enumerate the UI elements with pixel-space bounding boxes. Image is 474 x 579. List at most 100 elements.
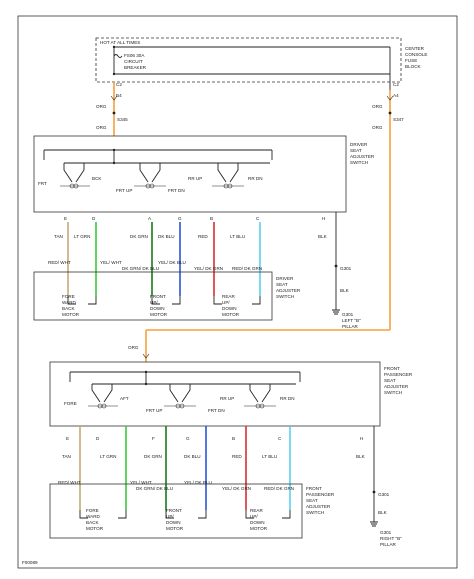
driver-pin-a: A	[148, 216, 152, 221]
passenger-wire-red: RED	[232, 454, 242, 459]
driver-motor-front-1: FRONT	[150, 294, 166, 299]
driver-motor-front-3: DOWN	[150, 306, 165, 311]
driver-wire-red-dk-grn: RED/ DK GRN	[232, 266, 262, 271]
splice-left-wire-label: ORG	[96, 104, 107, 109]
passenger-motor-fore-2: WARD	[86, 514, 101, 519]
passenger-wire-red-wht: RED/ WHT	[58, 480, 81, 485]
driver-motor-rear-1: REAR	[222, 294, 235, 299]
passenger-motor-front-2: UP/	[166, 514, 174, 519]
driver-motors: DRIVER SEAT ADJUSTER SWITCH FORE WARD BA…	[33, 271, 301, 321]
passenger-motor-front-3: DOWN	[166, 520, 181, 525]
passenger-pin-b: B	[232, 436, 235, 441]
driver-motor-fore-3: BACK	[62, 306, 75, 311]
driver-contact-rr-up: RR UP	[188, 176, 202, 181]
passenger-motor-fore-3: BACK	[86, 520, 99, 525]
driver-wire-blk: BLK	[318, 234, 328, 239]
driver-motor-rear-3: DOWN	[222, 306, 237, 311]
passenger-motor-front-1: FRONT	[166, 508, 182, 513]
passenger-motor-front-4: MOTOR	[166, 526, 184, 531]
driver-wire-yel-wht: YEL/ WHT	[100, 260, 122, 265]
splice-right-wire-label: ORG	[372, 104, 383, 109]
passenger-wire-yel-dk-grn: YEL/ DK GRN	[222, 486, 251, 491]
driver-switch-label-1: DRIVER	[350, 142, 368, 147]
passenger-motor-fore-1: FORE	[86, 508, 99, 513]
passenger-motor-rear-3: DOWN	[250, 520, 265, 525]
breaker-label-1: FS06 30A	[124, 53, 145, 58]
passenger-wire-blk: BLK	[356, 454, 366, 459]
passenger-wires: E D F G B C H TAN LT GRN DK GRN DK BLU R…	[58, 426, 402, 547]
fuse-side-label-2: CONSOLE	[405, 52, 427, 57]
passenger-feed-wire-label: ORG	[128, 345, 139, 350]
passenger-pin-e: E	[66, 436, 69, 441]
driver-pin-c: C	[256, 216, 260, 221]
driver-wire-lt-blu: LT BLU	[230, 234, 245, 239]
driver-motor-rear-2: UP/	[222, 300, 230, 305]
passenger-switch-label-3: SEAT	[384, 378, 396, 383]
driver-motor-label-4: SWITCH	[276, 294, 294, 299]
passenger-wire-dk-blu: DK BLU	[184, 454, 201, 459]
passenger-switch-box	[49, 361, 381, 427]
passenger-motor-label-1: FRONT	[306, 486, 322, 491]
fuse-block-top-label: HOT AT ALL TIMES	[100, 40, 140, 45]
driver-wire-red: RED	[198, 234, 208, 239]
driver-pin-h: H	[322, 216, 325, 221]
driver-switch-poles	[60, 163, 244, 189]
driver-contact-rr-dn: RR DN	[248, 176, 263, 181]
driver-wire-dk-blu: DK BLU	[158, 234, 175, 239]
driver-wire-yel-dk-grn: YEL/ DK GRN	[194, 266, 223, 271]
passenger-ground-location-1: RIGHT "B"	[380, 536, 402, 541]
passenger-switch-label-5: SWITCH	[384, 390, 402, 395]
passenger-pin-f: F	[152, 436, 155, 441]
driver-motor-fore-4: MOTOR	[62, 312, 80, 317]
passenger-wire-yel-dk-blu: YEL/ DK BLU	[184, 480, 212, 485]
passenger-wire-tan: TAN	[62, 454, 71, 459]
splice-right-wire-label-2: ORG	[372, 125, 383, 130]
driver-pin-e: E	[64, 216, 67, 221]
driver-wire-dk-grn-dk-blu: DK GRN/ DK BLU	[122, 266, 159, 271]
passenger-ground-id: G301	[380, 530, 392, 535]
passenger-contact-frt-up: FRT UP	[146, 408, 162, 413]
passenger-motor-rear-1: REAR	[250, 508, 263, 513]
driver-motor-front-4: MOTOR	[150, 312, 168, 317]
fuse-side-label-1: CENTER	[405, 46, 425, 51]
passenger-wire-dk-grn: DK GRN	[144, 454, 162, 459]
driver-wire-tan: TAN	[54, 234, 63, 239]
fuse-side-label-4: BLOCK	[405, 64, 422, 69]
driver-pin-b: B	[210, 216, 213, 221]
passenger-motor-rear-2: UP/	[250, 514, 258, 519]
passenger-switch-label-4: ADJUSTER	[384, 384, 409, 389]
driver-wires: E D A G B C H TAN LT GRN DK GRN DK BLU R…	[48, 212, 361, 329]
breaker-label-3: BREAKER	[124, 65, 147, 70]
passenger-switch: FRONT PASSENGER SEAT ADJUSTER SWITCH FOR…	[49, 361, 413, 427]
passenger-contact-rr-dn: RR DN	[280, 396, 295, 401]
driver-motor-box	[33, 271, 273, 321]
driver-motor-fore-2: WARD	[62, 300, 77, 305]
driver-motor-label-3: ADJUSTER	[276, 288, 301, 293]
driver-ground-id: G301	[342, 312, 354, 317]
connector-left-label: C2	[116, 82, 122, 87]
passenger-switch-label-2: PASSENGER	[384, 372, 413, 377]
passenger-contact-fore: FORE	[64, 401, 77, 406]
diagram-frame	[17, 15, 458, 569]
passenger-wire-dk-grn-dk-blu: DK GRN/ DK BLU	[136, 486, 173, 491]
passenger-pin-h: H	[360, 436, 363, 441]
driver-wire-red-wht: RED/ WHT	[48, 260, 71, 265]
driver-contact-frt-up: FRT UP	[116, 188, 132, 193]
passenger-ground-splice: G301	[378, 492, 390, 497]
passenger-wire-lt-blu: LT BLU	[262, 454, 277, 459]
passenger-ground-blk: BLK	[378, 510, 388, 515]
fuse-block-dashed-outline	[95, 37, 402, 83]
passenger-motor-label-3: SEAT	[306, 498, 318, 503]
passenger-contact-rr-up: RR UP	[220, 396, 234, 401]
passenger-motor-fore-4: MOTOR	[86, 526, 104, 531]
footer-code: F00089	[22, 560, 38, 565]
passenger-motor-box	[49, 483, 303, 539]
passenger-motor-label-5: SWITCH	[306, 510, 324, 515]
passenger-pin-d: D	[96, 436, 100, 441]
breaker-label-2: CIRCUIT	[124, 59, 143, 64]
passenger-pin-g: G	[186, 436, 190, 441]
driver-ground-splice: G301	[340, 266, 352, 271]
splice-left-label: S345	[117, 117, 128, 122]
pin-left-label: B4	[116, 93, 122, 98]
